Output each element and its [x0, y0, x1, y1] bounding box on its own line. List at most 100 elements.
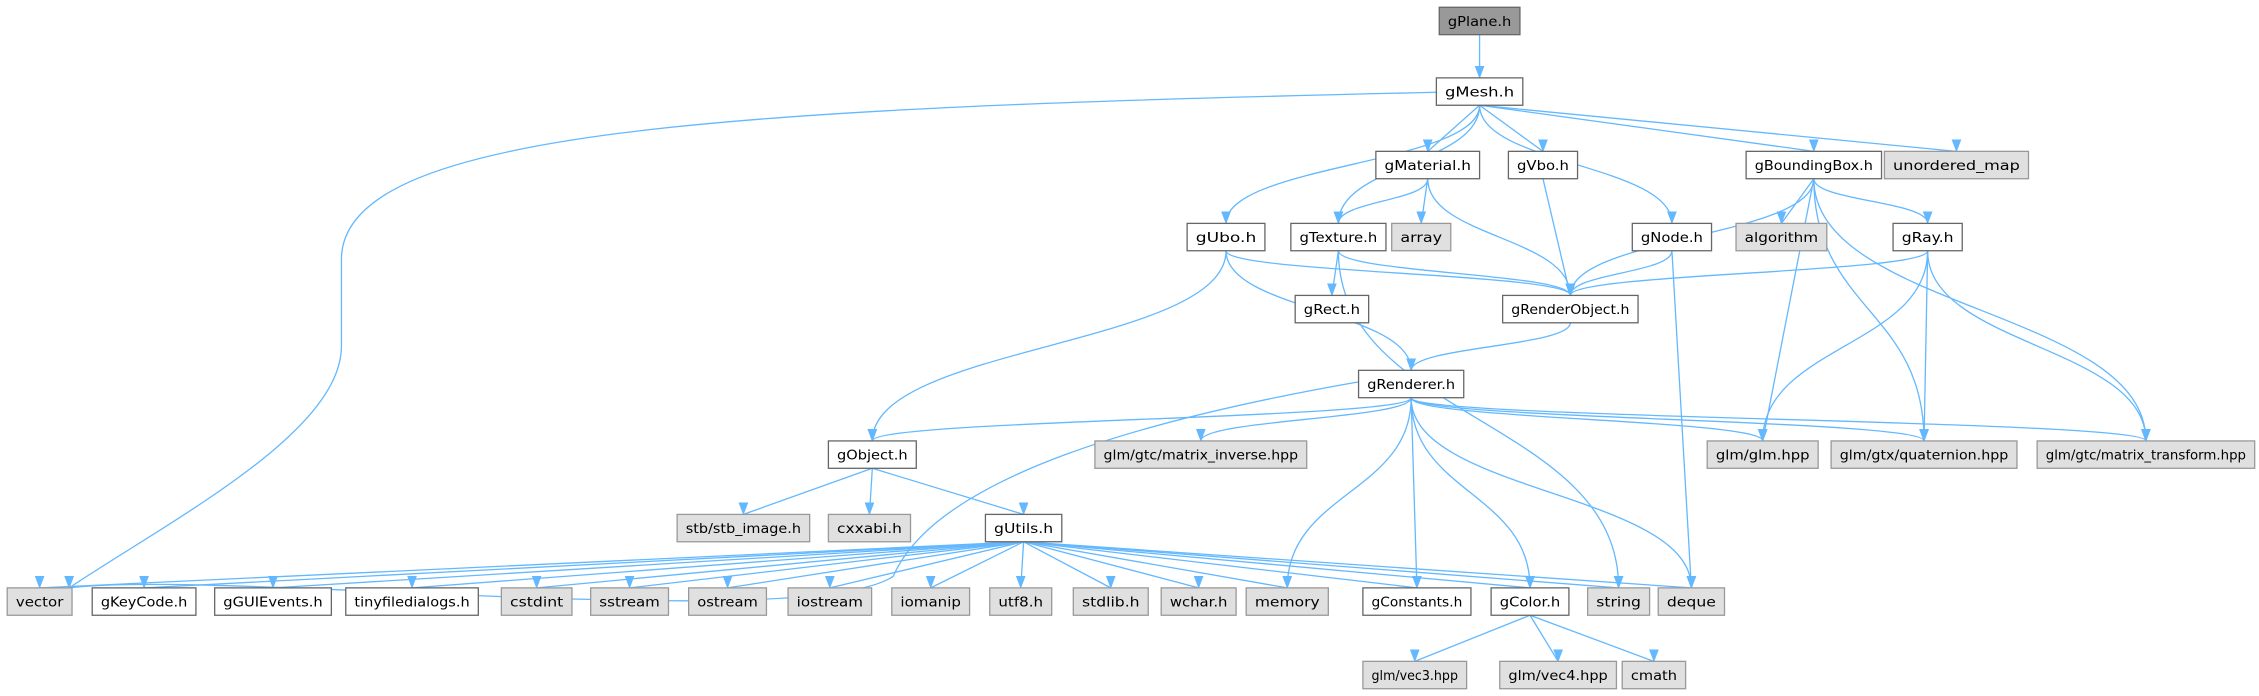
- node-gUbo[interactable]: gUbo.h: [1186, 222, 1266, 252]
- node-wchar[interactable]: wchar.h: [1160, 587, 1237, 616]
- node-stb_image[interactable]: stb/stb_image.h: [676, 513, 811, 543]
- node-label: gPlane.h: [1448, 15, 1511, 30]
- arrowhead-icon: [1538, 139, 1548, 153]
- node-algorithm[interactable]: algorithm: [1735, 222, 1828, 252]
- node-ostream[interactable]: ostream: [688, 587, 768, 616]
- edge-gRenderer-to-glm: [1410, 397, 1764, 442]
- node-gConstants[interactable]: gConstants.h: [1362, 587, 1472, 616]
- node-vec4[interactable]: glm/vec4.hpp: [1499, 660, 1618, 690]
- node-gColor[interactable]: gColor.h: [1490, 587, 1570, 616]
- node-gGUIEvents[interactable]: gGUIEvents.h: [214, 587, 333, 616]
- node-gRay[interactable]: gRay.h: [1892, 222, 1963, 252]
- arrowhead-icon: [1757, 429, 1768, 442]
- node-matrix_transform[interactable]: glm/gtc/matrix_transform.hpp: [2036, 440, 2256, 469]
- edge-gUtils-to-stdlib: [1023, 541, 1112, 589]
- edge-gUtils-to-wchar: [1023, 541, 1199, 589]
- edge-gUtils-to-string: [1023, 541, 1619, 589]
- node-label: algorithm: [1745, 231, 1818, 246]
- edge-gUtils-to-tinyfiledialogs: [411, 541, 1024, 589]
- node-box: [1186, 222, 1266, 252]
- arrowhead-icon: [824, 575, 835, 589]
- edge-gRay-to-matrix_transform: [1926, 250, 2147, 441]
- node-gNode[interactable]: gNode.h: [1631, 222, 1713, 252]
- node-cmath[interactable]: cmath: [1621, 660, 1687, 690]
- edge-gUtils-to-vector: [39, 541, 1024, 589]
- node-gBoundingBox[interactable]: gBoundingBox.h: [1745, 150, 1883, 180]
- arrowhead-icon: [1474, 65, 1485, 79]
- node-iostream[interactable]: iostream: [787, 587, 873, 616]
- node-vector[interactable]: vector: [6, 587, 73, 616]
- node-box: [1362, 587, 1472, 616]
- arrowhead-icon: [1951, 139, 1962, 153]
- edge-gMesh-to-gMaterial: [1427, 104, 1481, 152]
- node-label: cxxabi.h: [837, 522, 902, 537]
- node-gUtils[interactable]: gUtils.h: [984, 513, 1063, 543]
- node-label: gRect.h: [1304, 303, 1360, 318]
- node-tinyfiledialogs[interactable]: tinyfiledialogs.h: [345, 587, 479, 616]
- node-gObject[interactable]: gObject.h: [827, 440, 917, 469]
- arrowhead-icon: [1406, 358, 1416, 372]
- node-string[interactable]: string: [1586, 587, 1651, 616]
- arrowhead-icon: [1649, 649, 1659, 663]
- arrowhead-icon: [925, 575, 936, 589]
- arrowhead-icon: [1327, 283, 1337, 297]
- edge-gRenderer-to-gColor: [1410, 397, 1531, 588]
- node-gVbo[interactable]: gVbo.h: [1507, 150, 1579, 180]
- node-utf8[interactable]: utf8.h: [989, 587, 1053, 616]
- node-glm[interactable]: glm/glm.hpp: [1706, 440, 1819, 469]
- edge-gUtils-to-cstdint: [536, 541, 1024, 589]
- node-label: gRenderObject.h: [1511, 303, 1629, 318]
- node-label: gUtils.h: [994, 522, 1053, 537]
- node-quaternion[interactable]: glm/gtx/quaternion.hpp: [1830, 440, 2018, 469]
- node-box: [214, 587, 333, 616]
- node-stdlib[interactable]: stdlib.h: [1072, 587, 1149, 616]
- node-matrix_inverse[interactable]: glm/gtc/matrix_inverse.hpp: [1094, 440, 1308, 469]
- node-gRenderObject[interactable]: gRenderObject.h: [1501, 294, 1639, 324]
- node-gRect[interactable]: gRect.h: [1294, 294, 1370, 324]
- node-label: gGUIEvents.h: [223, 596, 322, 611]
- node-gKeyCode[interactable]: gKeyCode.h: [91, 587, 197, 616]
- node-label: glm/vec3.hpp: [1372, 669, 1458, 684]
- node-label: gBoundingBox.h: [1755, 159, 1873, 174]
- edge-gBoundingBox-to-gRay: [1813, 178, 1929, 224]
- node-gTexture[interactable]: gTexture.h: [1290, 222, 1387, 252]
- node-label: array: [1400, 231, 1442, 246]
- arrowhead-icon: [1416, 211, 1427, 225]
- edge-gUtils-to-iomanip: [930, 541, 1024, 589]
- arrowhead-icon: [1221, 211, 1231, 225]
- node-box: [2036, 440, 2256, 469]
- edge-gUtils-to-gConstants: [1023, 541, 1417, 589]
- edge-gUtils-to-memory: [1023, 541, 1288, 589]
- node-label: wchar.h: [1170, 596, 1228, 611]
- arrowhead-icon: [624, 575, 635, 589]
- arrowhead-icon: [738, 502, 749, 516]
- node-iomanip[interactable]: iomanip: [891, 587, 971, 616]
- edge-gRenderer-to-matrix_transform: [1410, 397, 2147, 442]
- node-box: [1745, 150, 1883, 180]
- edge-gUtils-to-gColor: [1023, 541, 1531, 589]
- node-memory[interactable]: memory: [1245, 587, 1329, 616]
- node-label: gMaterial.h: [1385, 159, 1471, 174]
- edge-gVbo-to-gRenderObject: [1542, 178, 1571, 296]
- node-cxxabi[interactable]: cxxabi.h: [827, 513, 912, 543]
- node-sstream[interactable]: sstream: [590, 587, 670, 616]
- node-gPlane[interactable]: gPlane.h: [1438, 6, 1521, 36]
- node-box: [1586, 587, 1651, 616]
- node-array[interactable]: array: [1391, 222, 1452, 252]
- arrowhead-icon: [1193, 575, 1204, 589]
- node-cstdint[interactable]: cstdint: [500, 587, 573, 616]
- node-label: glm/gtc/matrix_inverse.hpp: [1104, 449, 1298, 464]
- node-gMaterial[interactable]: gMaterial.h: [1375, 150, 1481, 180]
- node-unordered_map[interactable]: unordered_map: [1883, 150, 2030, 180]
- node-vec3[interactable]: glm/vec3.hpp: [1362, 660, 1468, 690]
- arrowhead-icon: [1105, 575, 1116, 589]
- arrowhead-icon: [531, 575, 542, 589]
- edges-layer: [34, 34, 2151, 663]
- node-box: [1735, 222, 1828, 252]
- node-gMesh[interactable]: gMesh.h: [1435, 77, 1524, 106]
- arrowhead-icon: [1525, 575, 1535, 589]
- node-gRenderer[interactable]: gRenderer.h: [1357, 369, 1465, 399]
- arrowhead-icon: [864, 502, 875, 516]
- node-deque[interactable]: deque: [1657, 587, 1726, 616]
